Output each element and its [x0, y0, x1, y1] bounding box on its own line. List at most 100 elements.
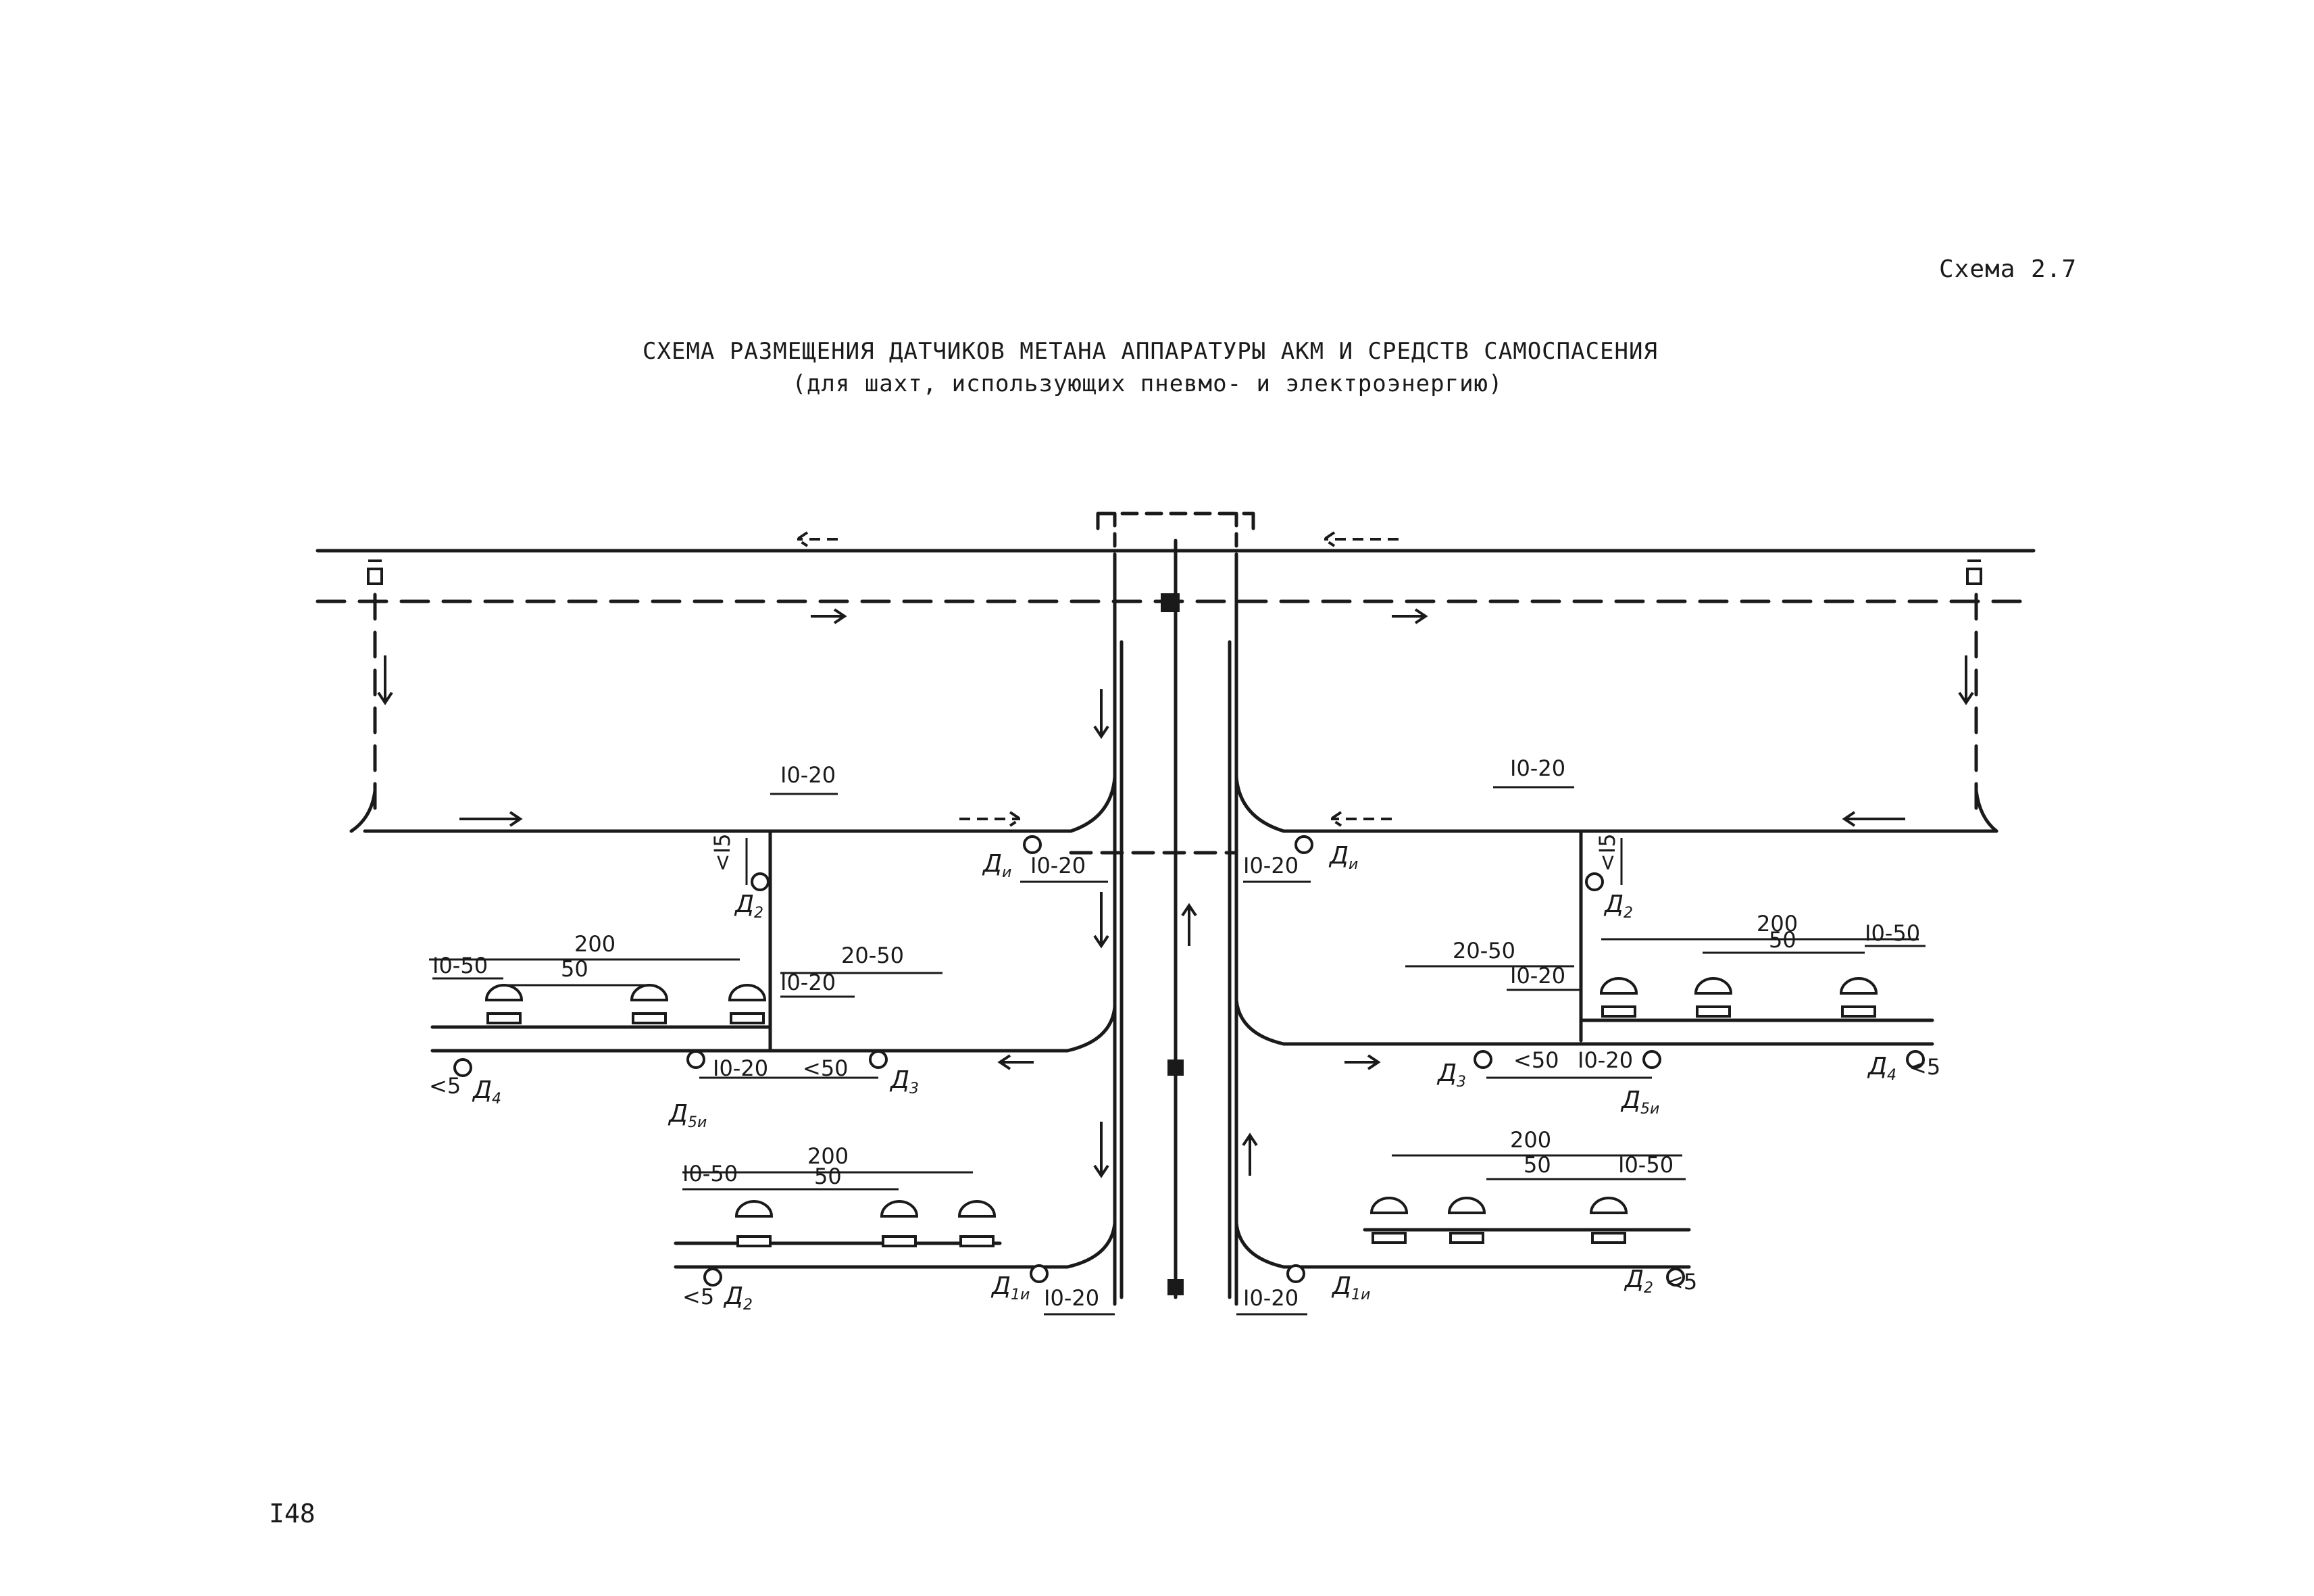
sensor-di-left — [1023, 835, 1042, 854]
svg-text:5и: 5и — [1640, 1101, 1659, 1118]
diagram-title: СХЕМА РАЗМЕЩЕНИЯ ДАТЧИКОВ МЕТАНА АППАРАТ… — [643, 338, 1658, 365]
svg-text:Д: Д — [1867, 1053, 1887, 1080]
sensor-d1i-left — [1030, 1264, 1049, 1283]
dim-10-50-left: I0-50 — [432, 953, 488, 978]
stopping-right — [1966, 568, 1982, 585]
dim-50-lower-right: 50 — [1524, 1152, 1551, 1178]
right-panel-corner — [1974, 789, 1998, 833]
dim-lt15-right: <I5 — [1594, 833, 1620, 872]
right-low-curve — [1234, 1221, 1286, 1269]
arrow-left-panel-2 — [959, 811, 1023, 827]
shaft-sensor-1 — [1161, 593, 1180, 612]
shaft-sensor-3 — [1167, 1279, 1184, 1295]
rescuer-lowleft-1 — [734, 1200, 774, 1247]
arrow-right-panel — [1328, 811, 1392, 827]
dim-10-20-left-low: I0-20 — [713, 1055, 768, 1081]
methane-sensors — [453, 835, 1925, 1287]
dim-lt50-right: <50 — [1513, 1047, 1559, 1073]
sensor-d3-left — [869, 1050, 888, 1069]
svg-text:и: и — [1349, 856, 1358, 873]
rescuer-left-1 — [484, 984, 524, 1024]
dim-lt15-left: <I5 — [709, 833, 735, 872]
dim-10-20-left-mid: I0-20 — [780, 970, 836, 995]
svg-text:Д: Д — [472, 1076, 492, 1104]
dim-10-20-left-top: I0-20 — [780, 762, 836, 788]
sensor-d2-lower-right — [1666, 1268, 1685, 1287]
svg-text:Д: Д — [734, 891, 754, 918]
dim-10-20-right-mid: I0-20 — [1510, 963, 1565, 989]
right-mid-curve — [1234, 998, 1286, 1046]
arrow-shaft-down-3 — [1093, 1122, 1109, 1178]
svg-text:Д: Д — [668, 1100, 688, 1128]
svg-text:4: 4 — [1887, 1067, 1896, 1084]
rescuer-right-3 — [1839, 977, 1878, 1018]
svg-text:Д: Д — [990, 1272, 1011, 1300]
arrow-left-panel — [459, 811, 523, 827]
arrow-top-right-low — [1392, 608, 1428, 624]
rescuer-right-2 — [1694, 977, 1733, 1018]
dim-200-right: 200 — [1757, 911, 1798, 937]
right-panel-curve-to-shaft — [1234, 775, 1286, 833]
top-stoppings — [367, 559, 1982, 1295]
svg-text:2: 2 — [743, 1297, 753, 1314]
dim-10-20-right-top: I0-20 — [1510, 755, 1565, 781]
airflow-arrows — [377, 531, 1974, 1178]
diagram-subtitle: (для шахт, использующих пневмо- и электр… — [792, 370, 1503, 397]
scheme-number: Схема 2.7 — [1939, 255, 2078, 283]
arrow-shaft-down-2 — [1093, 892, 1109, 949]
dim-200-lower-left: 200 — [807, 1143, 849, 1169]
self-rescuer-stations — [484, 977, 1878, 1247]
dim-lt5-left: <5 — [429, 1073, 461, 1099]
dim-10-50-right: I0-50 — [1865, 920, 1920, 946]
dim-10-50-lower-right: I0-50 — [1618, 1152, 1674, 1178]
shaft-sensor-2 — [1167, 1059, 1184, 1076]
dimension-lines — [429, 786, 1926, 1316]
rescuer-lowright-2 — [1447, 1197, 1486, 1244]
left-panel-corner — [349, 789, 377, 833]
dim-10-20-left-shaft: I0-20 — [1030, 853, 1086, 878]
dim-10-20-right-shaft: I0-20 — [1243, 853, 1299, 878]
rescuer-lowright-1 — [1369, 1197, 1409, 1244]
rescuer-left-3 — [728, 984, 767, 1024]
arrow-shaft-down-1 — [1093, 689, 1109, 739]
dim-50-right: 50 — [1769, 927, 1796, 953]
stopping-left — [367, 568, 383, 585]
left-mid-curve — [1065, 1005, 1117, 1053]
dim-lt5-lower-left: <5 — [682, 1284, 714, 1310]
dim-10-50-lower-left: I0-50 — [682, 1161, 738, 1187]
dim-20-50-right: 20-50 — [1453, 938, 1515, 964]
svg-text:Д: Д — [889, 1066, 909, 1094]
sensor-d2-lower-left — [703, 1268, 722, 1287]
dim-200-left: 200 — [574, 931, 615, 957]
svg-text:3: 3 — [909, 1080, 919, 1097]
svg-text:Д: Д — [1328, 842, 1349, 870]
arrow-right-panel-2 — [1842, 811, 1905, 827]
arrow-right-wall-down — [1958, 655, 1974, 705]
dim-20-50-left: 20-50 — [841, 943, 904, 968]
svg-text:Д: Д — [1624, 1266, 1644, 1293]
sensor-d2-right — [1585, 872, 1604, 891]
dim-200-lower-right: 200 — [1510, 1127, 1551, 1153]
svg-text:Д: Д — [1436, 1059, 1457, 1087]
dim-10-20-right-low: I0-20 — [1578, 1047, 1633, 1073]
arrow-top-left-low — [811, 608, 847, 624]
dimension-labels: I0-20 I0-20 I0-20 I0-20 <I5 <I5 200 I0-5… — [429, 755, 1940, 1311]
sensor-d5i-left — [686, 1050, 705, 1069]
svg-text:1и: 1и — [1351, 1287, 1370, 1303]
sensor-d2-left — [751, 872, 770, 891]
svg-text:1и: 1и — [1011, 1287, 1030, 1303]
rescuer-right-1 — [1599, 977, 1638, 1018]
sensor-d1i-right — [1286, 1264, 1305, 1283]
rescuer-lowleft-2 — [880, 1200, 919, 1247]
